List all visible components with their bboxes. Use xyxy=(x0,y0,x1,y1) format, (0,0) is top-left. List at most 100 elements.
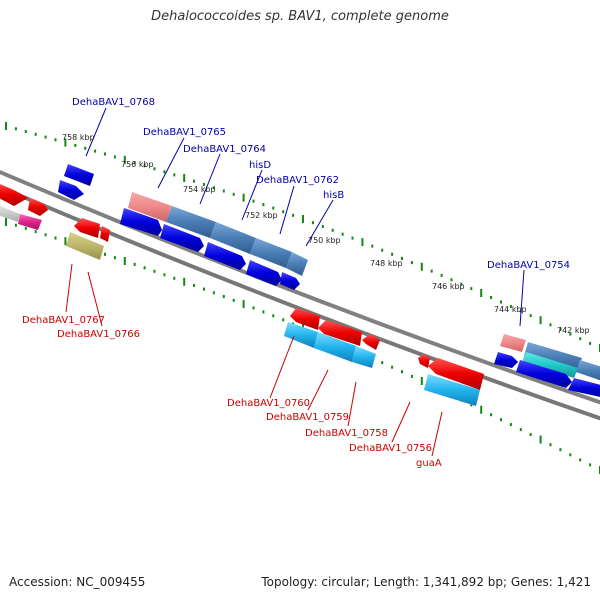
gene-0762[interactable] xyxy=(250,238,292,268)
gene-blue-d[interactable] xyxy=(246,260,282,286)
reverse-gene-labels: DehaBAV1_0767 DehaBAV1_0766 DehaBAV1_076… xyxy=(22,315,442,469)
label-DehaBAV1_0764[interactable]: DehaBAV1_0764 xyxy=(183,144,266,155)
gene-0768-arrow[interactable] xyxy=(58,180,84,200)
major-tick xyxy=(420,377,423,385)
gene-0756[interactable] xyxy=(428,358,484,390)
gene-forward-left-magenta[interactable] xyxy=(18,214,42,230)
minor-tick xyxy=(222,295,225,298)
gene-0765[interactable] xyxy=(128,192,172,222)
minor-tick xyxy=(549,323,552,327)
gene-0754-steel[interactable] xyxy=(524,342,582,372)
minor-tick xyxy=(440,273,443,277)
gene-guaA[interactable] xyxy=(424,374,480,406)
tick-label-744: 744 kbp xyxy=(494,305,527,314)
gene-0754-pink[interactable] xyxy=(500,334,526,352)
label-DehaBAV1_0765[interactable]: DehaBAV1_0765 xyxy=(143,127,226,138)
minor-tick xyxy=(34,230,37,234)
minor-tick xyxy=(163,273,166,277)
minor-tick xyxy=(490,296,493,299)
label-DehaBAV1_0756[interactable]: DehaBAV1_0756 xyxy=(349,443,432,454)
minor-tick xyxy=(54,236,57,240)
label-DehaBAV1_0766[interactable]: DehaBAV1_0766 xyxy=(57,329,140,340)
minor-tick xyxy=(173,173,176,177)
gene-0768-box[interactable] xyxy=(64,164,94,186)
label-DehaBAV1_0758[interactable]: DehaBAV1_0758 xyxy=(305,428,388,439)
minor-tick xyxy=(203,182,205,186)
gene-0756-small[interactable] xyxy=(418,354,430,368)
label-DehaBAV1_0768[interactable]: DehaBAV1_0768 xyxy=(72,97,155,108)
minor-tick xyxy=(391,365,394,369)
gene-right-steel[interactable] xyxy=(576,360,600,382)
minor-tick xyxy=(529,433,532,437)
gene-0759-cyan[interactable] xyxy=(314,332,356,362)
label-hisD[interactable]: hisD xyxy=(249,160,271,171)
minor-tick xyxy=(430,269,433,273)
minor-tick xyxy=(24,130,27,133)
minor-tick xyxy=(84,146,87,150)
accession-text: Accession: NC_009455 xyxy=(9,575,146,589)
reverse-genes xyxy=(66,218,484,406)
gene-0758-cyan[interactable] xyxy=(352,346,376,368)
minor-tick xyxy=(14,127,17,131)
gene-blue-c[interactable] xyxy=(204,242,246,270)
minor-tick xyxy=(232,192,235,196)
tick-label-758: 758 kbp xyxy=(62,133,95,142)
label-hisB[interactable]: hisB xyxy=(323,190,344,201)
label-guaA[interactable]: guaA xyxy=(416,458,442,469)
minor-tick xyxy=(549,443,552,447)
gene-blue-a[interactable] xyxy=(120,208,162,236)
minor-tick xyxy=(371,244,374,248)
forward-genes xyxy=(0,164,600,398)
label-leaders xyxy=(65,107,525,457)
major-tick xyxy=(361,238,364,247)
major-tick xyxy=(539,316,542,325)
gene-forward-far-left[interactable] xyxy=(0,182,28,206)
gene-0754-teal[interactable] xyxy=(522,352,578,378)
minor-tick xyxy=(104,152,106,156)
major-tick xyxy=(302,215,304,223)
gene-blue-e[interactable] xyxy=(280,272,300,290)
minor-tick xyxy=(104,252,106,256)
minor-tick xyxy=(292,213,295,217)
minor-tick xyxy=(232,298,235,302)
gene-0764[interactable] xyxy=(166,206,216,238)
minor-tick xyxy=(579,337,582,341)
label-DehaBAV1_0754[interactable]: DehaBAV1_0754 xyxy=(487,260,570,271)
map-title: Dehalococcoides sp. BAV1, complete genom… xyxy=(151,9,449,24)
tick-label-742: 742 kbp xyxy=(557,326,590,335)
label-DehaBAV1_0767[interactable]: DehaBAV1_0767 xyxy=(22,315,105,326)
gene-forward-left-grey[interactable] xyxy=(0,204,20,222)
label-DehaBAV1_0762[interactable]: DehaBAV1_0762 xyxy=(256,175,339,186)
minor-tick xyxy=(193,179,196,183)
gene-forward-left-2[interactable] xyxy=(28,198,48,216)
major-tick xyxy=(183,174,186,182)
gene-right-blue-b[interactable] xyxy=(516,360,572,388)
major-tick xyxy=(242,300,245,309)
gene-0767[interactable] xyxy=(74,218,100,238)
minor-tick xyxy=(391,252,394,256)
gene-0760-cyan[interactable] xyxy=(284,322,318,348)
label-DehaBAV1_0759[interactable]: DehaBAV1_0759 xyxy=(266,412,349,423)
gene-0766[interactable] xyxy=(66,232,104,260)
minor-tick xyxy=(589,341,592,345)
gene-hisB[interactable] xyxy=(286,252,308,276)
gene-blue-b[interactable] xyxy=(160,224,204,252)
gene-right-blue-a[interactable] xyxy=(494,352,518,368)
major-tick xyxy=(242,193,245,202)
minor-tick xyxy=(460,282,463,286)
minor-tick xyxy=(500,418,502,422)
minor-tick xyxy=(410,374,413,378)
minor-tick xyxy=(341,232,344,236)
tick-label-750: 750 kbp xyxy=(308,236,341,245)
minor-tick xyxy=(133,262,136,266)
minor-tick xyxy=(74,143,77,147)
minor-tick xyxy=(569,453,572,457)
gene-hisD[interactable] xyxy=(210,222,256,254)
gene-right-blue-c[interactable] xyxy=(568,378,600,398)
gene-0767-b[interactable] xyxy=(100,226,110,242)
major-tick xyxy=(123,155,126,164)
gene-0758-red[interactable] xyxy=(362,334,380,350)
gene-0759-red[interactable] xyxy=(318,320,362,346)
label-DehaBAV1_0760[interactable]: DehaBAV1_0760 xyxy=(227,398,310,409)
gene-0760-red[interactable] xyxy=(290,308,320,330)
